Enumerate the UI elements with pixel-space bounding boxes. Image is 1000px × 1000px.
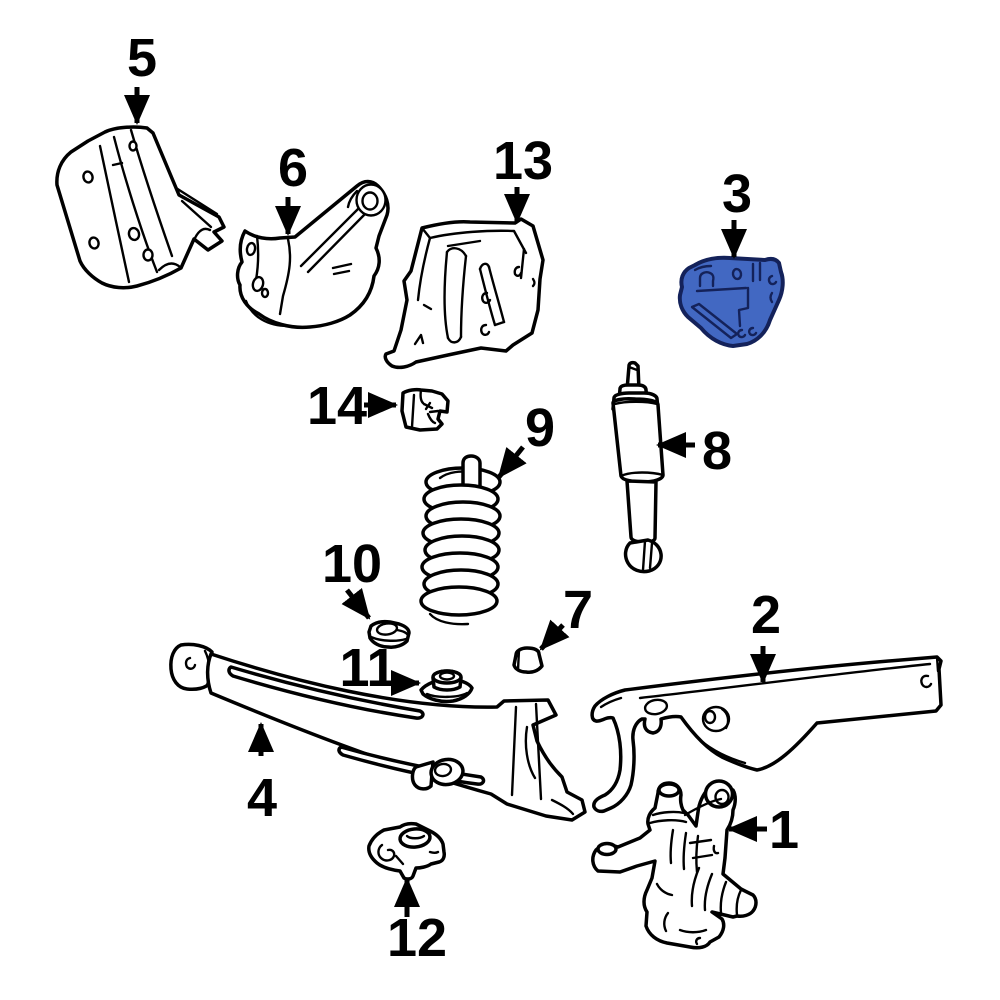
part-3-bracket-highlighted	[677, 255, 785, 348]
part-3-details	[690, 261, 778, 340]
part-12-clamp-bracket	[367, 821, 446, 881]
callout-label-12: 12	[387, 908, 447, 968]
callout-label-4: 4	[247, 768, 277, 828]
callout-arrow-10	[341, 587, 371, 620]
callout-label-1: 1	[769, 800, 799, 860]
callout-arrow-7	[539, 619, 570, 651]
part-6-mount-bracket	[235, 179, 390, 330]
callout-label-2: 2	[751, 585, 781, 645]
callout-arrow-9	[497, 445, 527, 479]
part-7-bump-stop	[512, 646, 544, 674]
callout-label-6: 6	[278, 138, 308, 198]
callout-label-11: 11	[339, 638, 396, 698]
callout-label-9: 9	[525, 398, 555, 458]
callout-label-8: 8	[702, 421, 732, 481]
part-13-shield-plate	[383, 217, 545, 370]
part-1-steering-knuckle	[591, 779, 758, 950]
part-3-outline	[677, 255, 785, 348]
part-5-frame-bracket	[55, 125, 226, 290]
callout-label-10: 10	[322, 534, 382, 594]
part-11-spring-seat	[419, 669, 474, 704]
callout-label-7: 7	[563, 580, 593, 640]
part-2-axle-arm	[590, 655, 943, 814]
part-8-shock-absorber	[611, 360, 665, 574]
callout-label-5: 5	[127, 28, 157, 88]
part-4-radius-arm	[169, 642, 587, 822]
callout-label-13: 13	[493, 131, 553, 191]
callout-label-3: 3	[722, 164, 752, 224]
part-9-coil-spring	[419, 454, 502, 626]
part-14-clamp	[400, 387, 450, 432]
callout-label-14: 14	[307, 376, 367, 436]
part-10-spring-insulator	[367, 619, 411, 649]
